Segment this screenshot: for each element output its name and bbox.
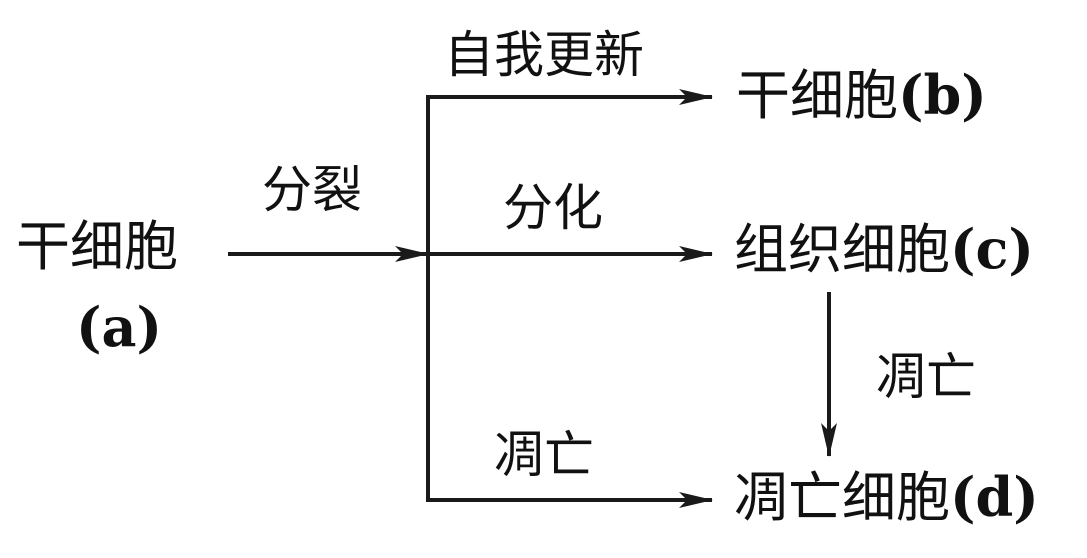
node-c-name: 组织细胞 (734, 218, 950, 281)
node-c-tag: (c) (950, 217, 1034, 281)
node-a-name: 干细胞 (16, 215, 178, 278)
differentiation-label: 分化 (503, 179, 603, 237)
tissue-apoptosis-label: 凋亡 (876, 348, 976, 406)
node-d-tag: (d) (950, 465, 1039, 529)
self-renewal-label: 自我更新 (444, 26, 644, 84)
node-a-tag: (a) (76, 295, 163, 359)
node-b-tag: (b) (898, 63, 987, 127)
node-d-name: 凋亡细胞 (734, 466, 950, 529)
apoptosis-label: 凋亡 (494, 426, 594, 484)
node-b: 干细胞(b) (736, 68, 987, 123)
division-label: 分裂 (262, 161, 362, 219)
node-b-name: 干细胞 (736, 64, 898, 127)
node-d: 凋亡细胞(d) (734, 470, 1039, 525)
node-c: 组织细胞(c) (734, 222, 1034, 277)
